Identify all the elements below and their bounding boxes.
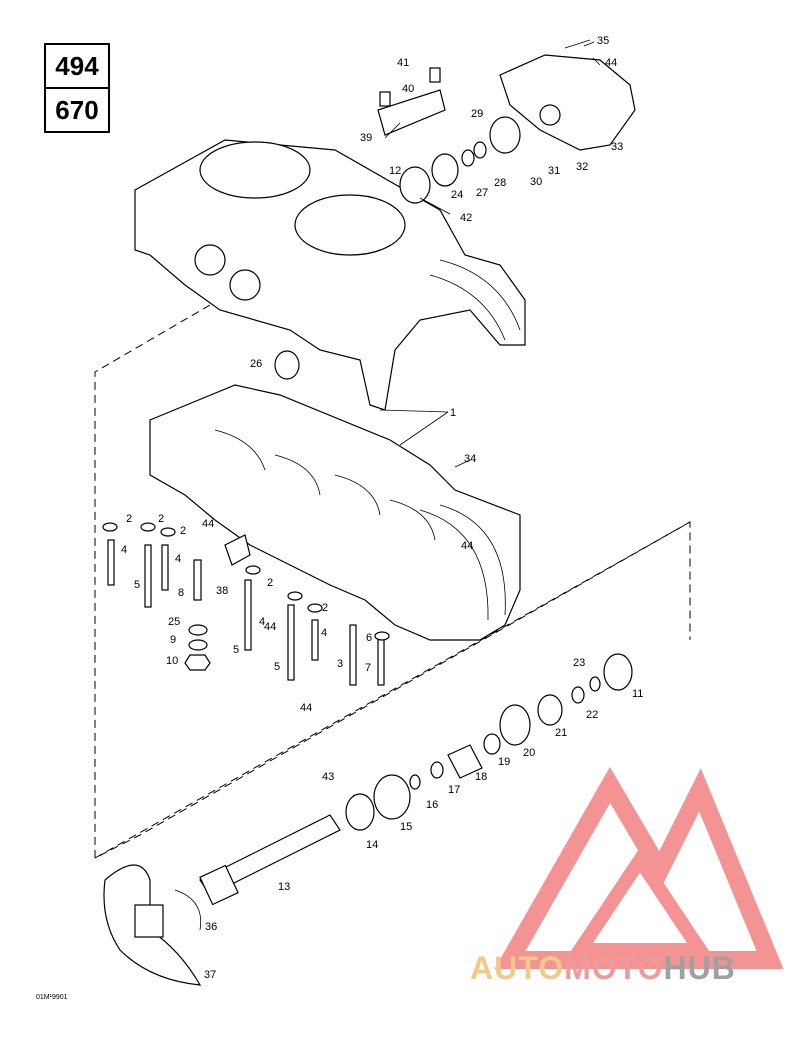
callout: 10 <box>166 655 178 667</box>
assembly-dashed-boundary-lower <box>94 521 691 859</box>
callout: 33 <box>611 141 623 153</box>
callout: 44 <box>605 57 617 69</box>
callout: 2 <box>126 513 132 525</box>
callout: 2 <box>267 577 273 589</box>
callout: 21 <box>555 727 567 739</box>
callout: 26 <box>250 358 262 370</box>
callout: 2 <box>158 513 164 525</box>
engine-code-494: 494 <box>44 43 110 89</box>
callout: 29 <box>471 108 483 120</box>
callout: 35 <box>597 35 609 47</box>
engine-code-670: 670 <box>44 87 110 133</box>
callout: 2 <box>322 602 328 614</box>
callout: 27 <box>476 187 488 199</box>
callout: 4 <box>121 544 127 556</box>
callout: 4 <box>175 553 181 565</box>
callout: 15 <box>400 821 412 833</box>
callout: 24 <box>451 189 463 201</box>
callout: 41 <box>397 57 409 69</box>
callout: 13 <box>278 881 290 893</box>
callout: 19 <box>498 756 510 768</box>
watermark-moto: MOTO <box>564 950 664 986</box>
callout: 44 <box>202 518 214 530</box>
callout: 44 <box>461 540 473 552</box>
callout: 1 <box>450 407 456 419</box>
watermark-logo-icon <box>494 767 784 969</box>
lower-crankcase <box>149 384 521 641</box>
callout: 43 <box>322 771 334 783</box>
callout: 8 <box>178 587 184 599</box>
callout: 5 <box>274 661 280 673</box>
watermark-hub: HUB <box>663 950 736 986</box>
callout: 32 <box>576 161 588 173</box>
callout-labels: 1 2 2 2 2 2 3 4 4 4 4 5 5 5 6 7 8 9 10 1… <box>121 35 643 981</box>
watermark-text: AUTOMOTOHUB <box>470 950 800 990</box>
callout: 11 <box>632 688 643 700</box>
callout: 30 <box>530 176 542 188</box>
callout: 23 <box>573 657 585 669</box>
watermark-auto: AUTO <box>470 950 565 986</box>
callout: 5 <box>233 644 239 656</box>
callout: 9 <box>170 634 176 646</box>
seals-and-bearings-upper <box>399 116 521 204</box>
callout: 18 <box>475 771 487 783</box>
callout: 7 <box>365 662 371 674</box>
callout: 14 <box>366 839 378 851</box>
callout: 42 <box>460 212 472 224</box>
upper-crankcase <box>134 139 526 411</box>
callout: 28 <box>494 177 506 189</box>
callout: 5 <box>134 579 140 591</box>
callout: 6 <box>366 632 372 644</box>
callout: 4 <box>321 627 327 639</box>
callout: 38 <box>216 585 228 597</box>
callout: 20 <box>523 747 535 759</box>
crankshaft-assembly <box>103 653 633 986</box>
callout: 12 <box>389 165 401 177</box>
callout: 2 <box>180 525 186 537</box>
drain-plug <box>274 350 300 380</box>
callout: 3 <box>337 658 343 670</box>
callout: 44 <box>300 702 312 714</box>
callout: 37 <box>204 969 216 981</box>
callout: 17 <box>448 784 460 796</box>
callout: 16 <box>426 799 438 811</box>
callout: 25 <box>168 616 180 628</box>
assembly-dashed-boundary <box>94 304 691 859</box>
callout: 44 <box>264 621 276 633</box>
callout: 40 <box>402 83 414 95</box>
callout: 4 <box>259 616 265 628</box>
callout: 22 <box>586 709 598 721</box>
drawing-reference-code: 01M¹9901 <box>36 994 68 1001</box>
callout: 39 <box>360 132 372 144</box>
callout: 34 <box>464 453 476 465</box>
rotary-valve-cover <box>499 39 636 151</box>
callout: 31 <box>548 165 560 177</box>
leader-lines <box>379 41 601 468</box>
bracket <box>377 67 446 136</box>
callout: 36 <box>205 921 217 933</box>
crankcase-bolts <box>102 522 390 686</box>
